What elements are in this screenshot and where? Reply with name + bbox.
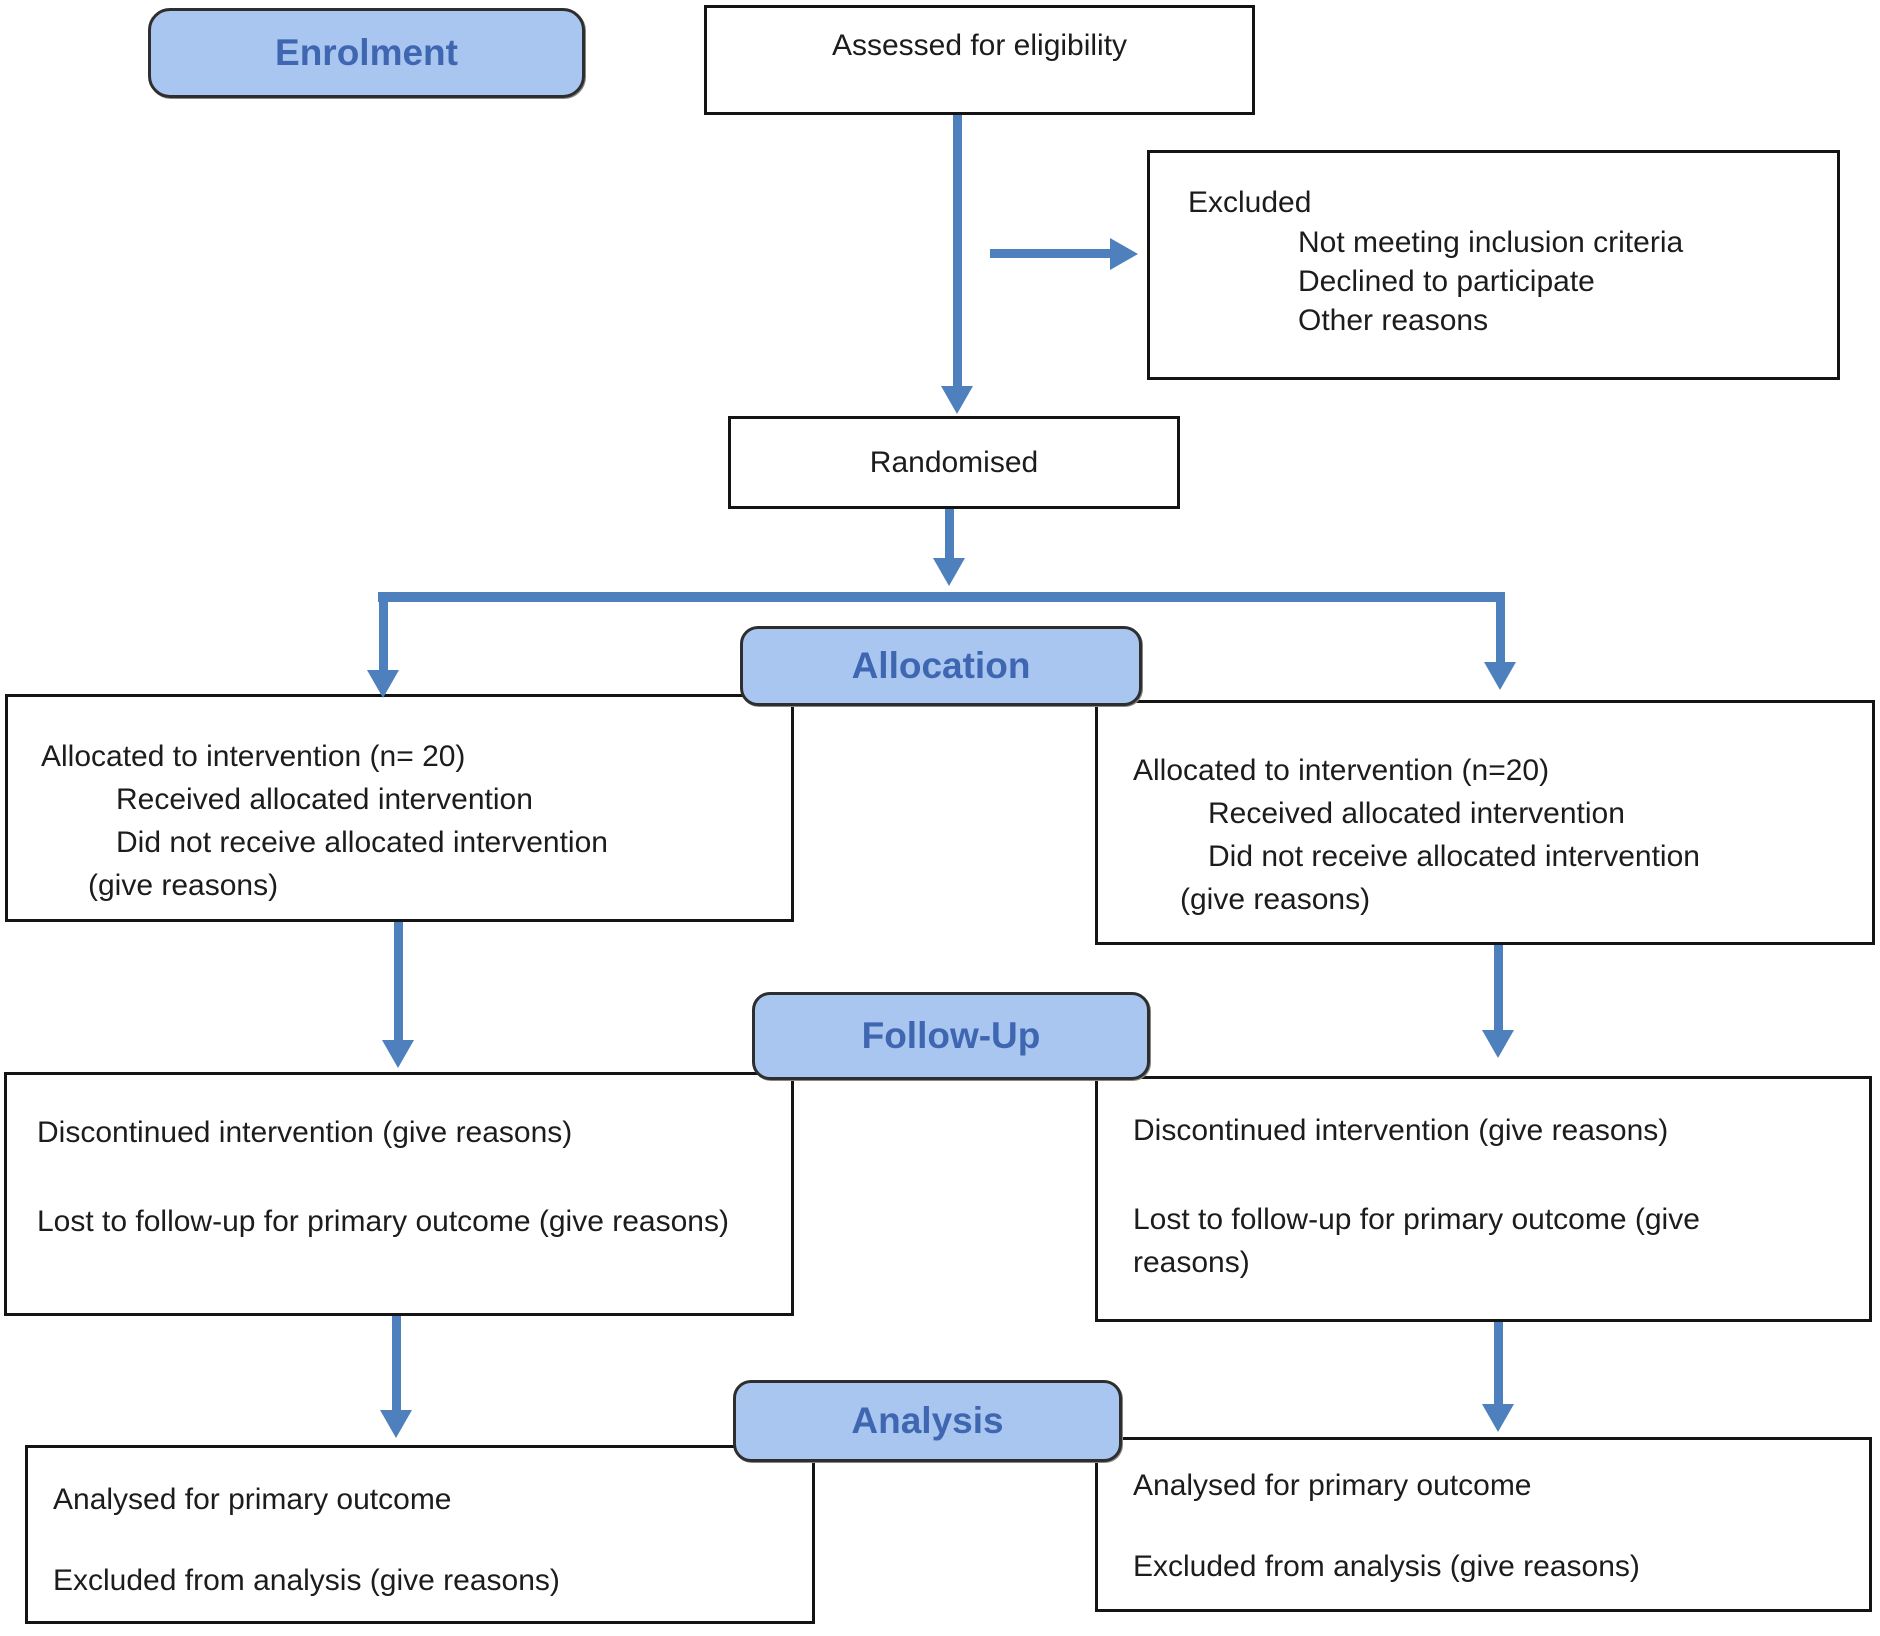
analysis-right-line1: Analysed for primary outcome: [1133, 1469, 1532, 1502]
analysis-right-line2: Excluded from analysis (give reasons): [1133, 1550, 1640, 1583]
analysis-stage-pill: Analysis: [733, 1380, 1122, 1462]
arrow-shaft: [1494, 1322, 1503, 1406]
arrow-shaft: [953, 115, 962, 387]
allocated-left-line1: Allocated to intervention (n= 20): [41, 740, 466, 773]
followup-left-line2: Lost to follow-up for primary outcome (g…: [37, 1205, 729, 1238]
branch-right-shaft: [1496, 592, 1505, 664]
allocation-stage-label: Allocation: [851, 645, 1031, 686]
arrow-shaft: [392, 1316, 401, 1412]
randomised-label: Randomised: [869, 446, 1039, 479]
allocation-stage-pill: Allocation: [740, 626, 1142, 706]
excluded-item: Declined to participate: [1298, 265, 1595, 298]
arrow-head: [1110, 238, 1138, 270]
assessed-for-eligibility-label: Assessed for eligibility: [831, 29, 1128, 62]
arrow-head: [1482, 1030, 1514, 1058]
allocated-left-line2: Received allocated intervention: [116, 783, 533, 816]
randomised-box: Randomised: [728, 416, 1180, 509]
arrow-shaft: [1494, 945, 1503, 1032]
arrow-head: [382, 1040, 414, 1068]
enrolment-stage-pill: Enrolment: [148, 8, 585, 98]
followup-left-line1: Discontinued intervention (give reasons): [37, 1116, 573, 1149]
analysis-left-line1: Analysed for primary outcome: [53, 1483, 452, 1516]
excluded-box: Excluded Not meeting inclusion criteria …: [1147, 150, 1840, 380]
arrow-shaft: [990, 249, 1110, 258]
branch-bar: [378, 592, 1505, 602]
arrow-shaft: [394, 922, 403, 1042]
arrow-shaft: [945, 509, 954, 559]
branch-left-head: [367, 670, 399, 698]
allocated-right-line1: Allocated to intervention (n=20): [1133, 754, 1550, 787]
allocated-right-box: Allocated to intervention (n=20) Receive…: [1095, 700, 1875, 945]
arrow-head: [933, 558, 965, 586]
analysis-left-box: Analysed for primary outcome Excluded fr…: [25, 1445, 815, 1624]
excluded-item: Not meeting inclusion criteria: [1298, 226, 1684, 259]
arrow-head: [941, 386, 973, 414]
enrolment-stage-label: Enrolment: [275, 32, 458, 73]
arrow-head: [380, 1410, 412, 1438]
branch-right-head: [1484, 662, 1516, 690]
branch-left-shaft: [379, 592, 388, 672]
followup-stage-label: Follow-Up: [861, 1015, 1041, 1056]
followup-stage-pill: Follow-Up: [752, 992, 1150, 1080]
analysis-right-box: Analysed for primary outcome Excluded fr…: [1095, 1437, 1872, 1612]
followup-right-line1: Discontinued intervention (give reasons): [1133, 1114, 1669, 1147]
allocated-left-line3: Did not receive allocated intervention: [116, 826, 608, 859]
allocated-left-box: Allocated to intervention (n= 20) Receiv…: [5, 694, 794, 922]
excluded-item: Other reasons: [1298, 304, 1489, 337]
followup-left-box: Discontinued intervention (give reasons)…: [4, 1072, 794, 1316]
allocated-right-line2: Received allocated intervention: [1208, 797, 1625, 830]
allocated-left-line4: (give reasons): [88, 869, 279, 902]
excluded-title: Excluded: [1188, 186, 1312, 219]
analysis-stage-label: Analysis: [851, 1400, 1004, 1441]
followup-right-box: Discontinued intervention (give reasons)…: [1095, 1076, 1872, 1322]
analysis-left-line2: Excluded from analysis (give reasons): [53, 1564, 560, 1597]
allocated-right-line4: (give reasons): [1180, 883, 1371, 916]
assessed-for-eligibility-box: Assessed for eligibility: [704, 5, 1255, 115]
arrow-head: [1482, 1404, 1514, 1432]
allocated-right-line3: Did not receive allocated intervention: [1208, 840, 1700, 873]
followup-right-line2: Lost to follow-up for primary outcome (g…: [1133, 1203, 1700, 1279]
